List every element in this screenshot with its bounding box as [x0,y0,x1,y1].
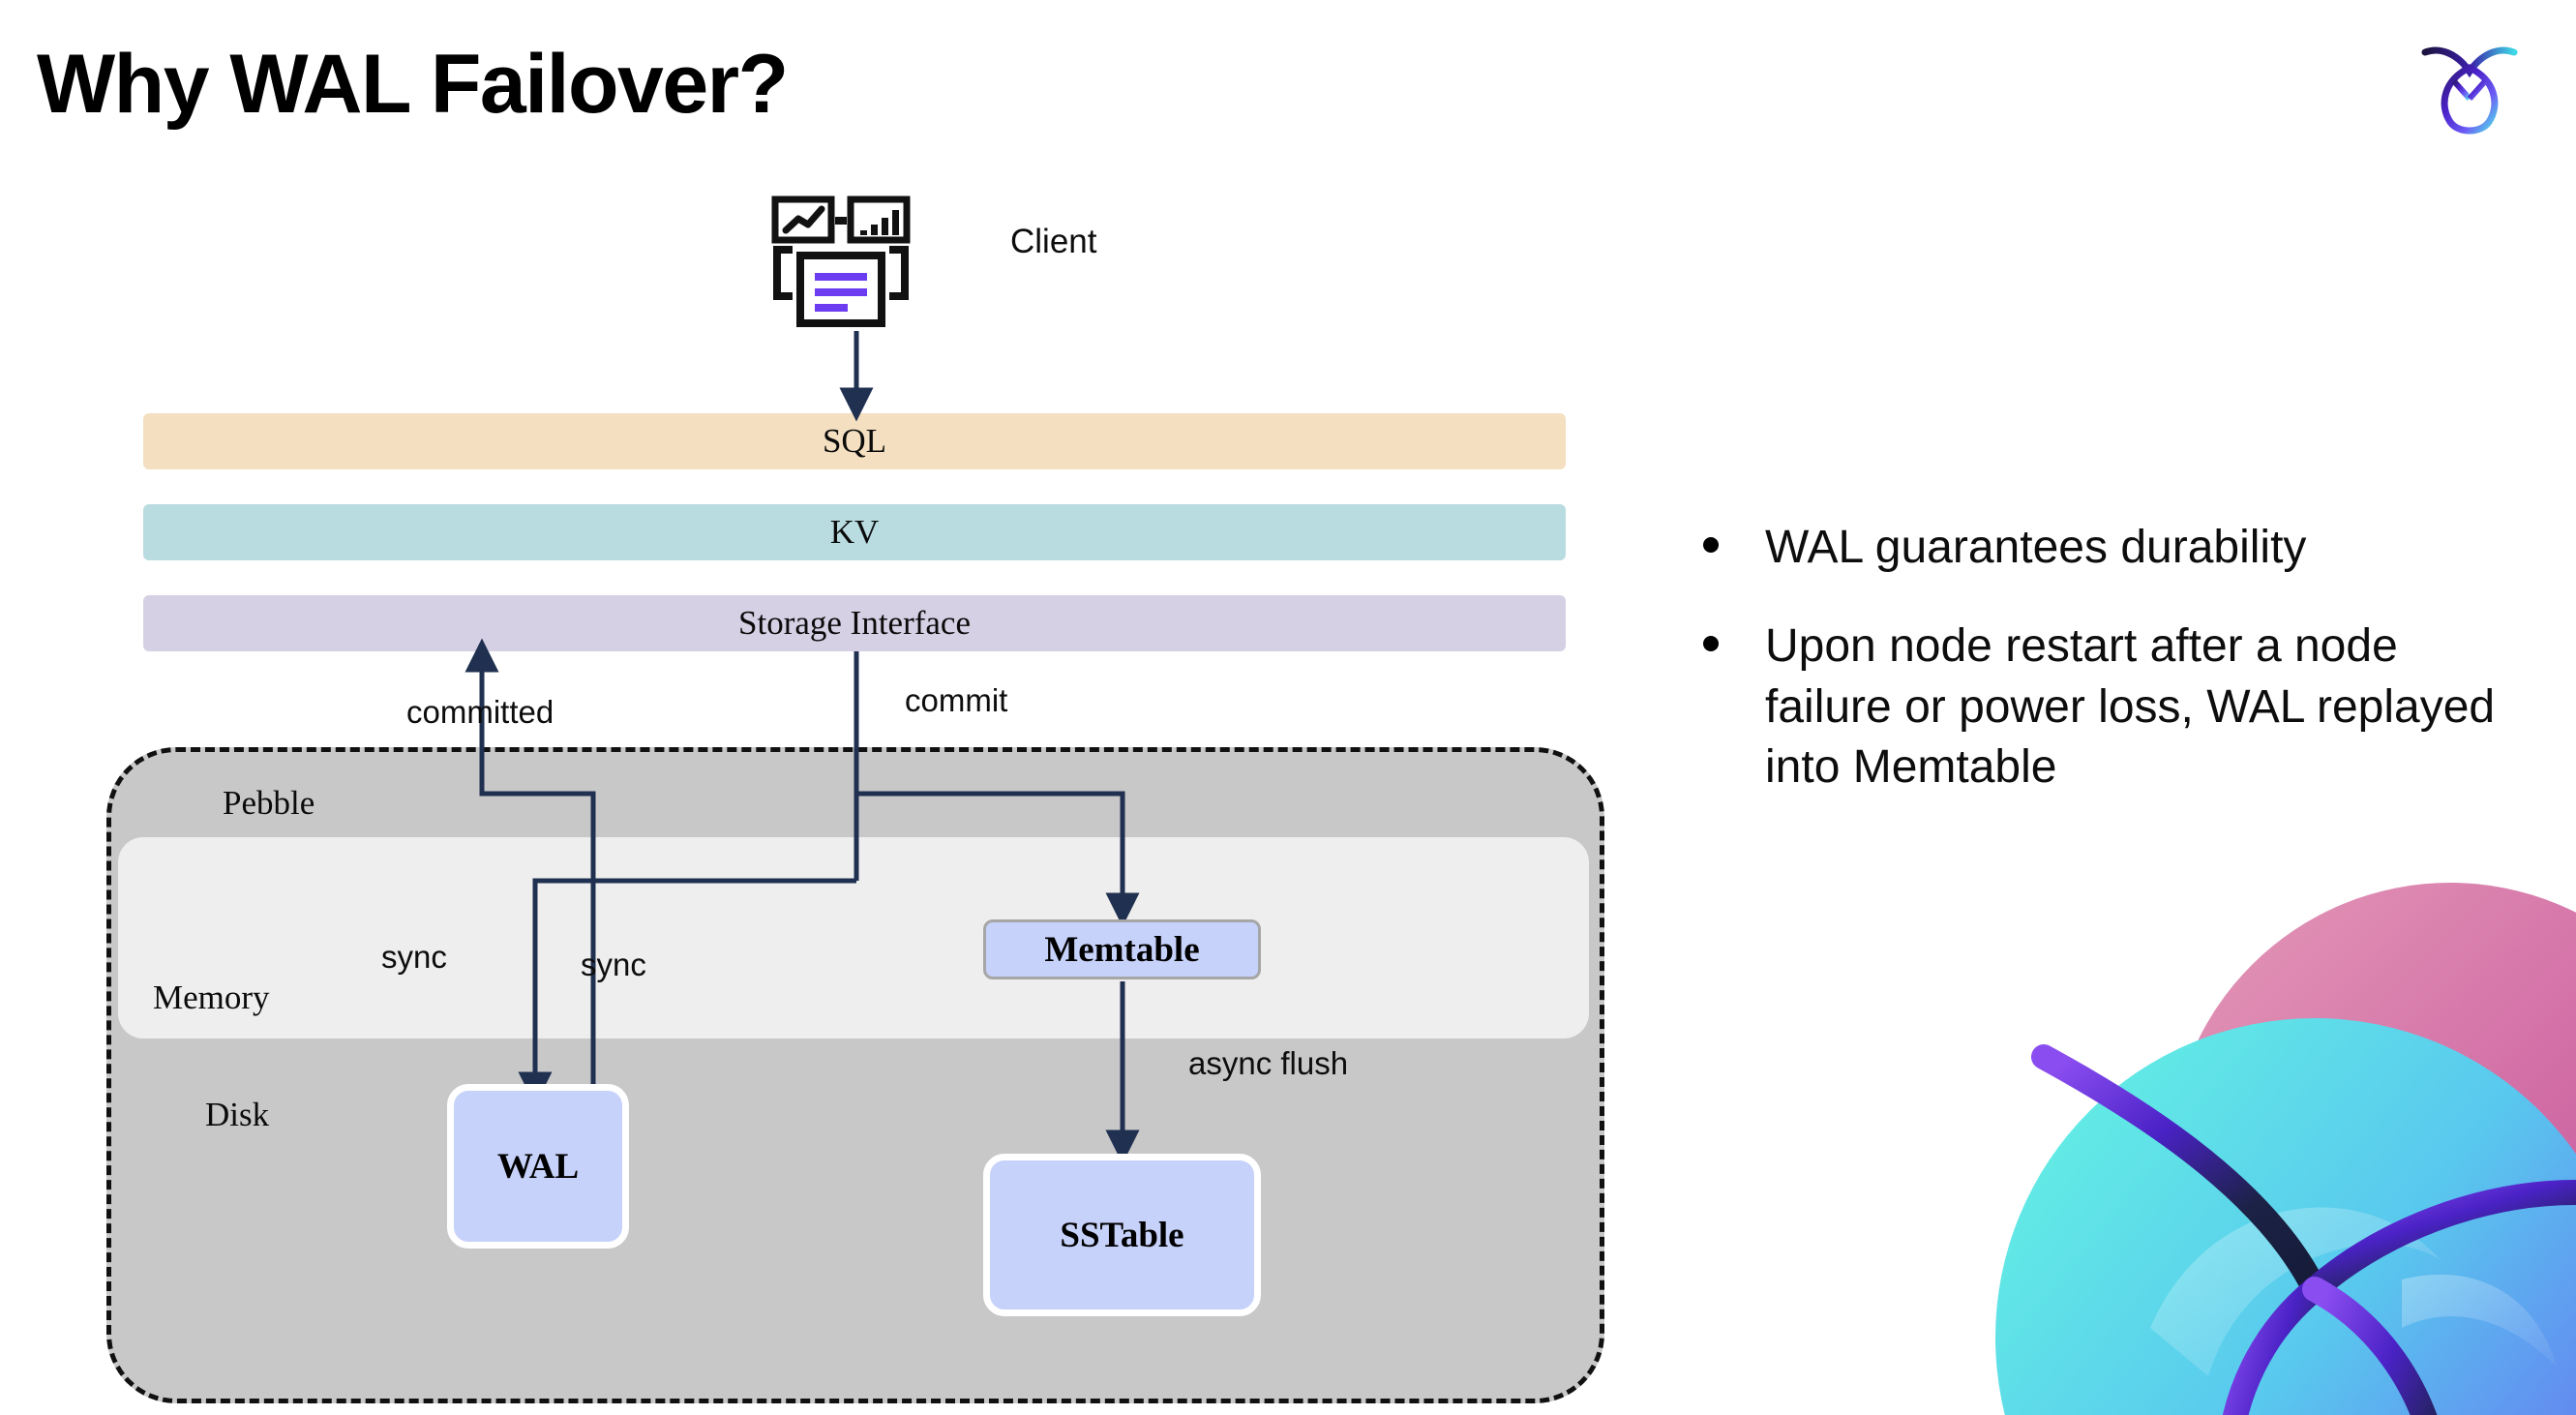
node-wal-label: WAL [496,1146,580,1187]
flow-label-async-flush: async flush [1188,1045,1349,1081]
page-title: Why WAL Failover? [37,38,789,131]
bullet-dot-icon [1703,636,1719,652]
disk-label: Disk [205,1096,270,1133]
flow-label-committed: committed [406,694,554,730]
layer-storage-interface[interactable]: Storage Interface [143,595,1566,651]
cockroachdb-logo-icon [2411,29,2528,145]
bullet-text: WAL guarantees durability [1765,522,2307,573]
node-sstable[interactable]: SSTable [983,1154,1261,1316]
layer-storage-label: Storage Interface [738,604,971,642]
list-item: WAL guarantees durability [1703,518,2535,578]
node-wal[interactable]: WAL [447,1084,629,1249]
layer-kv-label: KV [829,513,880,551]
pebble-label: Pebble [223,784,315,822]
client-label: Client [1010,223,1097,260]
memory-region [118,837,1589,1039]
flow-label-sync-right: sync [581,947,646,982]
node-memtable-label: Memtable [1044,929,1200,970]
cockroachdb-decorative-gradient-icon [1860,873,2576,1415]
flow-label-sync-left: sync [381,939,447,975]
bullet-dot-icon [1703,537,1719,553]
layer-kv[interactable]: KV [143,504,1566,560]
memory-label: Memory [153,978,270,1016]
client-dashboard-icon [771,196,926,331]
bullet-list: WAL guarantees durability Upon node rest… [1703,518,2535,837]
flow-label-commit: commit [905,682,1008,718]
list-item: Upon node restart after a node failure o… [1703,617,2535,798]
node-memtable[interactable]: Memtable [983,919,1261,979]
node-sstable-label: SSTable [1060,1215,1184,1255]
layer-sql-label: SQL [822,422,887,460]
layer-sql[interactable]: SQL [143,413,1566,469]
bullet-text: Upon node restart after a node failure o… [1765,620,2496,794]
